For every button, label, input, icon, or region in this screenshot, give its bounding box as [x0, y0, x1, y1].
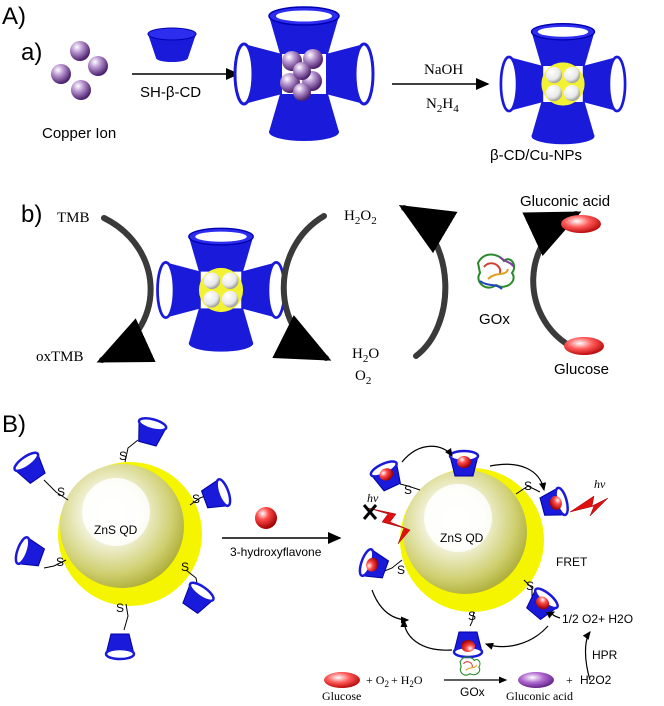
s-atom-right: S — [524, 479, 532, 493]
hv-left-label: hv — [367, 491, 379, 505]
s-atom-right: S — [526, 579, 534, 593]
hpr-arrow — [582, 631, 591, 681]
cu-np-catalyst — [156, 226, 286, 354]
cd-cup-left — [198, 476, 235, 514]
gox-label: GOx — [479, 311, 510, 328]
s-atom-right: S — [404, 483, 412, 497]
o2-label: O2 — [355, 368, 371, 387]
gluconic-acid-label: Gluconic acid — [520, 193, 610, 210]
tmb-arc-arrow — [96, 215, 156, 363]
gox-enzyme-icon — [476, 253, 516, 290]
eq-gluconic-molecule — [518, 672, 554, 688]
sh-beta-cd-label: SH-β-CD — [140, 84, 201, 101]
n2h4-label: N2H4 — [426, 96, 459, 115]
cu-np-label: β-CD/Cu-NPs — [490, 147, 582, 164]
hv-bolt-left-icon — [367, 507, 411, 545]
eq-plus: + — [566, 673, 573, 687]
s-atom-right: S — [468, 609, 476, 623]
s-atom-right: S — [397, 563, 405, 577]
fret-label: FRET — [556, 555, 588, 569]
naoh-label: NaOH — [424, 62, 463, 78]
hv-bolt-right-icon — [569, 495, 609, 517]
cd-cup-left — [11, 534, 48, 572]
cd-cup-guest — [448, 449, 480, 478]
cd-cup-left — [10, 448, 51, 488]
cd-cup-guest — [452, 630, 484, 659]
half-to-cup-arrow — [545, 611, 561, 619]
s-atom-left: S — [192, 492, 200, 506]
s-atom-left: S — [56, 555, 64, 569]
gluconic-acid-molecule — [561, 215, 601, 233]
zns-qd-left — [58, 462, 202, 606]
sub-b-label: b) — [21, 201, 42, 228]
copper-ion-label: Copper Ion — [42, 125, 116, 142]
o2-to-h2o2-arc-arrow — [398, 204, 458, 359]
glucose-molecule — [564, 337, 604, 355]
sub-a-label: a) — [21, 39, 42, 66]
cd-cup-guest — [355, 546, 392, 584]
tmb-label: TMB — [57, 210, 90, 226]
hydroxyflavone-molecule — [255, 507, 277, 529]
cd-copper-complex — [233, 5, 375, 143]
eq-gluconic-label: Gluconic acid — [506, 689, 573, 703]
hv-right-label: hv — [594, 477, 606, 491]
exchange-arrows — [371, 445, 549, 651]
eq-h2o2-label: H2O2 — [580, 673, 612, 687]
zns-qd-right — [400, 468, 544, 612]
s-atom-left: S — [119, 449, 127, 463]
eq-gox-label: GOx — [460, 685, 485, 699]
panel-a-label: A) — [2, 3, 26, 30]
eq-glucose-molecule — [324, 672, 360, 688]
glucose-to-gluconic-arc-arrow — [522, 211, 582, 349]
cu-np-product — [499, 22, 627, 146]
sh-beta-cd-cup — [147, 27, 197, 62]
oxtmb-label: oxTMB — [36, 349, 84, 365]
hpr-label: HPR — [592, 648, 618, 662]
h2o2-label: H2O2 — [344, 208, 377, 227]
cd-cup-guest — [537, 485, 572, 522]
hydroxyflavone-label: 3-hydroxyflavone — [230, 545, 322, 559]
glucose-label: Glucose — [554, 361, 609, 378]
half-o2-h2o-label: 1/2 O2+ H2O — [562, 612, 633, 626]
cd-cup-guest — [367, 457, 407, 495]
blocked-cross-icon — [362, 504, 378, 520]
s-atom-left: S — [116, 601, 124, 615]
cd-cup-left — [104, 632, 136, 661]
cd-cup-left — [132, 414, 169, 449]
eq-glucose-label: Glucose — [322, 689, 361, 703]
eq-gox-enzyme-icon — [459, 656, 481, 676]
s-atom-left: S — [57, 485, 65, 499]
panel-b-label: B) — [2, 411, 26, 438]
zns-qd-right-label: ZnS QD — [440, 531, 484, 545]
h2o-label: H2O — [352, 346, 379, 365]
s-atom-left: S — [181, 560, 189, 574]
copper-ion-cluster — [51, 41, 108, 100]
zns-qd-left-label: ZnS QD — [94, 523, 138, 537]
eq-o2: + O2+ H2O — [366, 673, 423, 689]
h2o2-to-h2o-arc-arrow — [272, 213, 332, 361]
cd-cup-left — [177, 578, 218, 618]
